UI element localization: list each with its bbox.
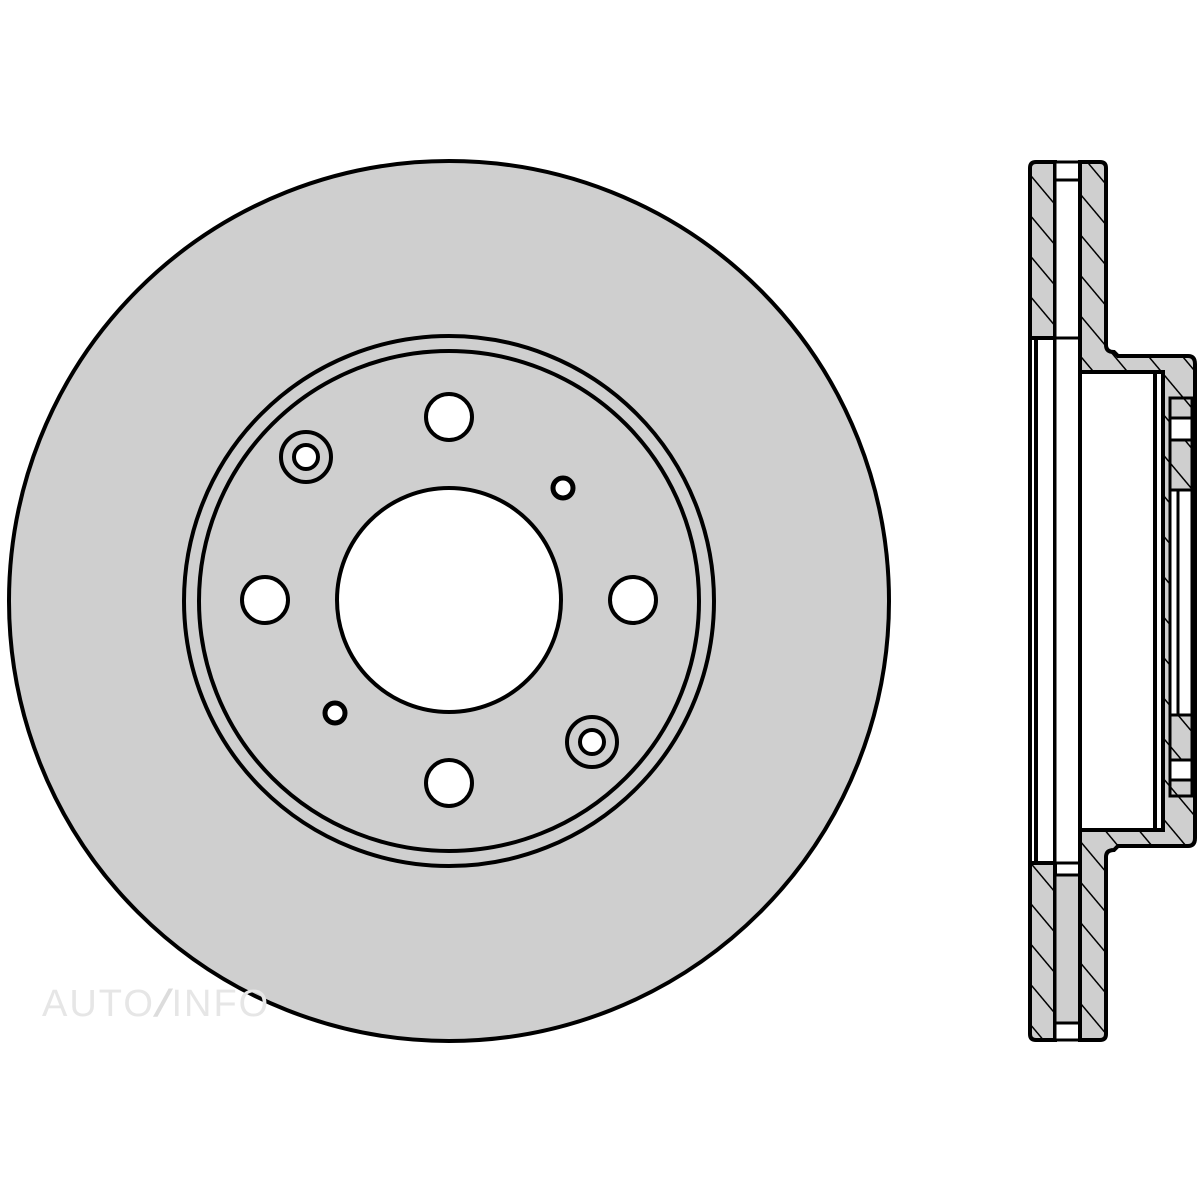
stud-hole-left xyxy=(240,575,290,625)
section-outer-plate-mid xyxy=(1028,336,1057,865)
section-vent-bottom xyxy=(1053,1021,1082,1042)
section-outer-plate-top xyxy=(1028,160,1057,340)
locating-hole-lower-left xyxy=(322,700,348,726)
center-bore xyxy=(335,486,563,714)
locating-hole-upper-right xyxy=(550,475,576,501)
section-vent-bottom-fill xyxy=(1053,873,1082,1025)
front-view xyxy=(7,159,891,1043)
countersunk-hole-lower-right xyxy=(565,715,619,769)
section-vent-top xyxy=(1053,160,1082,182)
section-hat-interior xyxy=(1078,370,1165,832)
stud-hole-bottom xyxy=(424,758,474,808)
countersunk-hole-upper-left xyxy=(279,430,333,484)
section-outer-plate-bottom xyxy=(1028,861,1057,1042)
hub-ring-inner xyxy=(197,349,701,853)
hub-ring-outer xyxy=(182,334,716,868)
stud-hole-top xyxy=(424,392,474,442)
section-view xyxy=(1028,160,1197,1042)
stud-hole-right xyxy=(608,575,658,625)
section-vent-mid xyxy=(1053,336,1082,865)
section-vent-top-fill xyxy=(1053,178,1082,340)
